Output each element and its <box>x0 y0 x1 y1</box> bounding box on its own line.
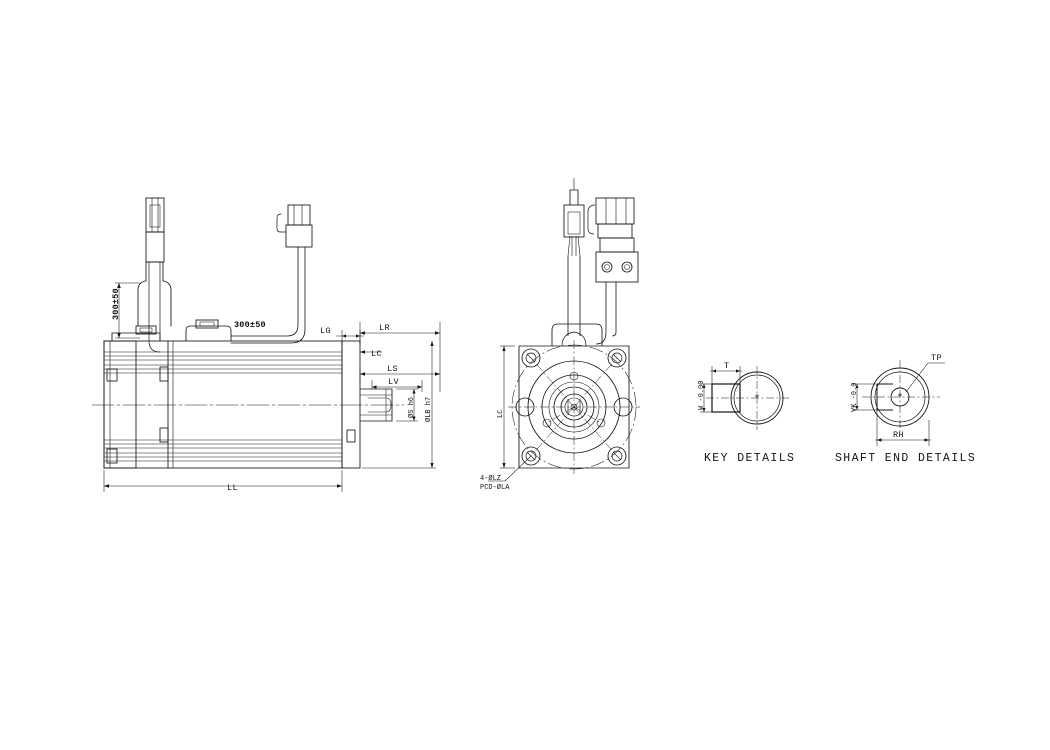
side-view-dimensions <box>103 282 441 492</box>
note-pcd-label: PCD-ØLA <box>480 483 510 492</box>
cable-2-inner <box>230 246 306 344</box>
connector-latch-2 <box>195 319 219 329</box>
dim-ls-label: LS <box>387 364 398 374</box>
shaft-end-details-group <box>862 360 945 434</box>
dim-lg-label: LG <box>320 326 331 336</box>
corner-boss-tr <box>607 348 627 368</box>
cable-1-length-label: 300±50 <box>111 288 121 320</box>
dim-flange-dia-label: ØLB h7 <box>424 397 433 422</box>
key-details-dimensions <box>700 366 742 413</box>
body-nub-top-2 <box>106 368 118 382</box>
front-flange-square <box>518 345 630 469</box>
front-view-dimensions <box>488 345 532 482</box>
connector-head-1 <box>145 197 165 233</box>
side-view-group <box>91 197 405 469</box>
front-connector-body <box>563 204 585 238</box>
key-shaft-circle-inner <box>733 374 781 422</box>
corner-boss-tl <box>521 348 541 368</box>
key-details-title: KEY DETAILS <box>704 452 795 465</box>
motor-rear-cap <box>103 340 137 469</box>
tap-hole-br <box>596 418 606 428</box>
shaft-dim-rh-label: RH <box>893 430 904 440</box>
front-connector-2-mid <box>599 237 635 253</box>
corner-boss-bl <box>521 446 541 466</box>
dim-lr-label: LR <box>379 323 390 333</box>
key-dim-w-label: W -0.00 <box>698 381 706 410</box>
key-details-group <box>706 366 790 430</box>
cable-2-outer <box>230 246 299 337</box>
connector-assembly-2 <box>185 204 313 344</box>
dim-lv-label: LV <box>388 377 400 387</box>
motor-body-fins <box>103 351 343 462</box>
shaft-end-details-title: SHAFT END DETAILS <box>835 452 976 465</box>
shaft-end-dimensions <box>852 383 931 446</box>
connector-latch-1 <box>135 325 157 335</box>
cable-2-length-label: 300±50 <box>234 320 266 330</box>
connector-head-2 <box>287 204 311 226</box>
front-dim-lc-label: LC <box>497 410 505 418</box>
dim-ll-label: LL <box>227 483 238 493</box>
body-nub-top-1 <box>159 366 169 382</box>
body-nub-bottom-1 <box>159 427 169 443</box>
screw-right <box>621 261 633 273</box>
shaft-dim-tp-label: TP <box>931 353 942 363</box>
dim-shaft-dia-label: ØS h6 <box>407 397 416 418</box>
cable-outlet-housing <box>551 323 603 346</box>
connector-clip-2 <box>276 213 287 233</box>
front-connector-clip <box>587 204 596 235</box>
motor-front-flange <box>341 340 361 469</box>
connector-assembly-1 <box>111 197 172 353</box>
front-view-group <box>508 178 640 474</box>
dim-lc-label: LC <box>371 349 382 359</box>
key-dim-t-label: T <box>724 361 730 371</box>
leader-mount-holes <box>504 455 532 482</box>
tap-hole-bl <box>542 418 552 428</box>
leader-tap <box>905 362 929 393</box>
screw-left <box>601 261 613 273</box>
radial-center-lines <box>508 340 640 474</box>
note-holes-label: 4-ØLZ <box>480 474 501 483</box>
cable-exit-curve <box>561 331 587 347</box>
shaft-dim-vk-label: VK -0.0 <box>851 383 859 412</box>
body-nub-bottom-2 <box>106 448 118 464</box>
corner-boss-br <box>607 446 627 466</box>
flange-nub <box>346 429 356 443</box>
